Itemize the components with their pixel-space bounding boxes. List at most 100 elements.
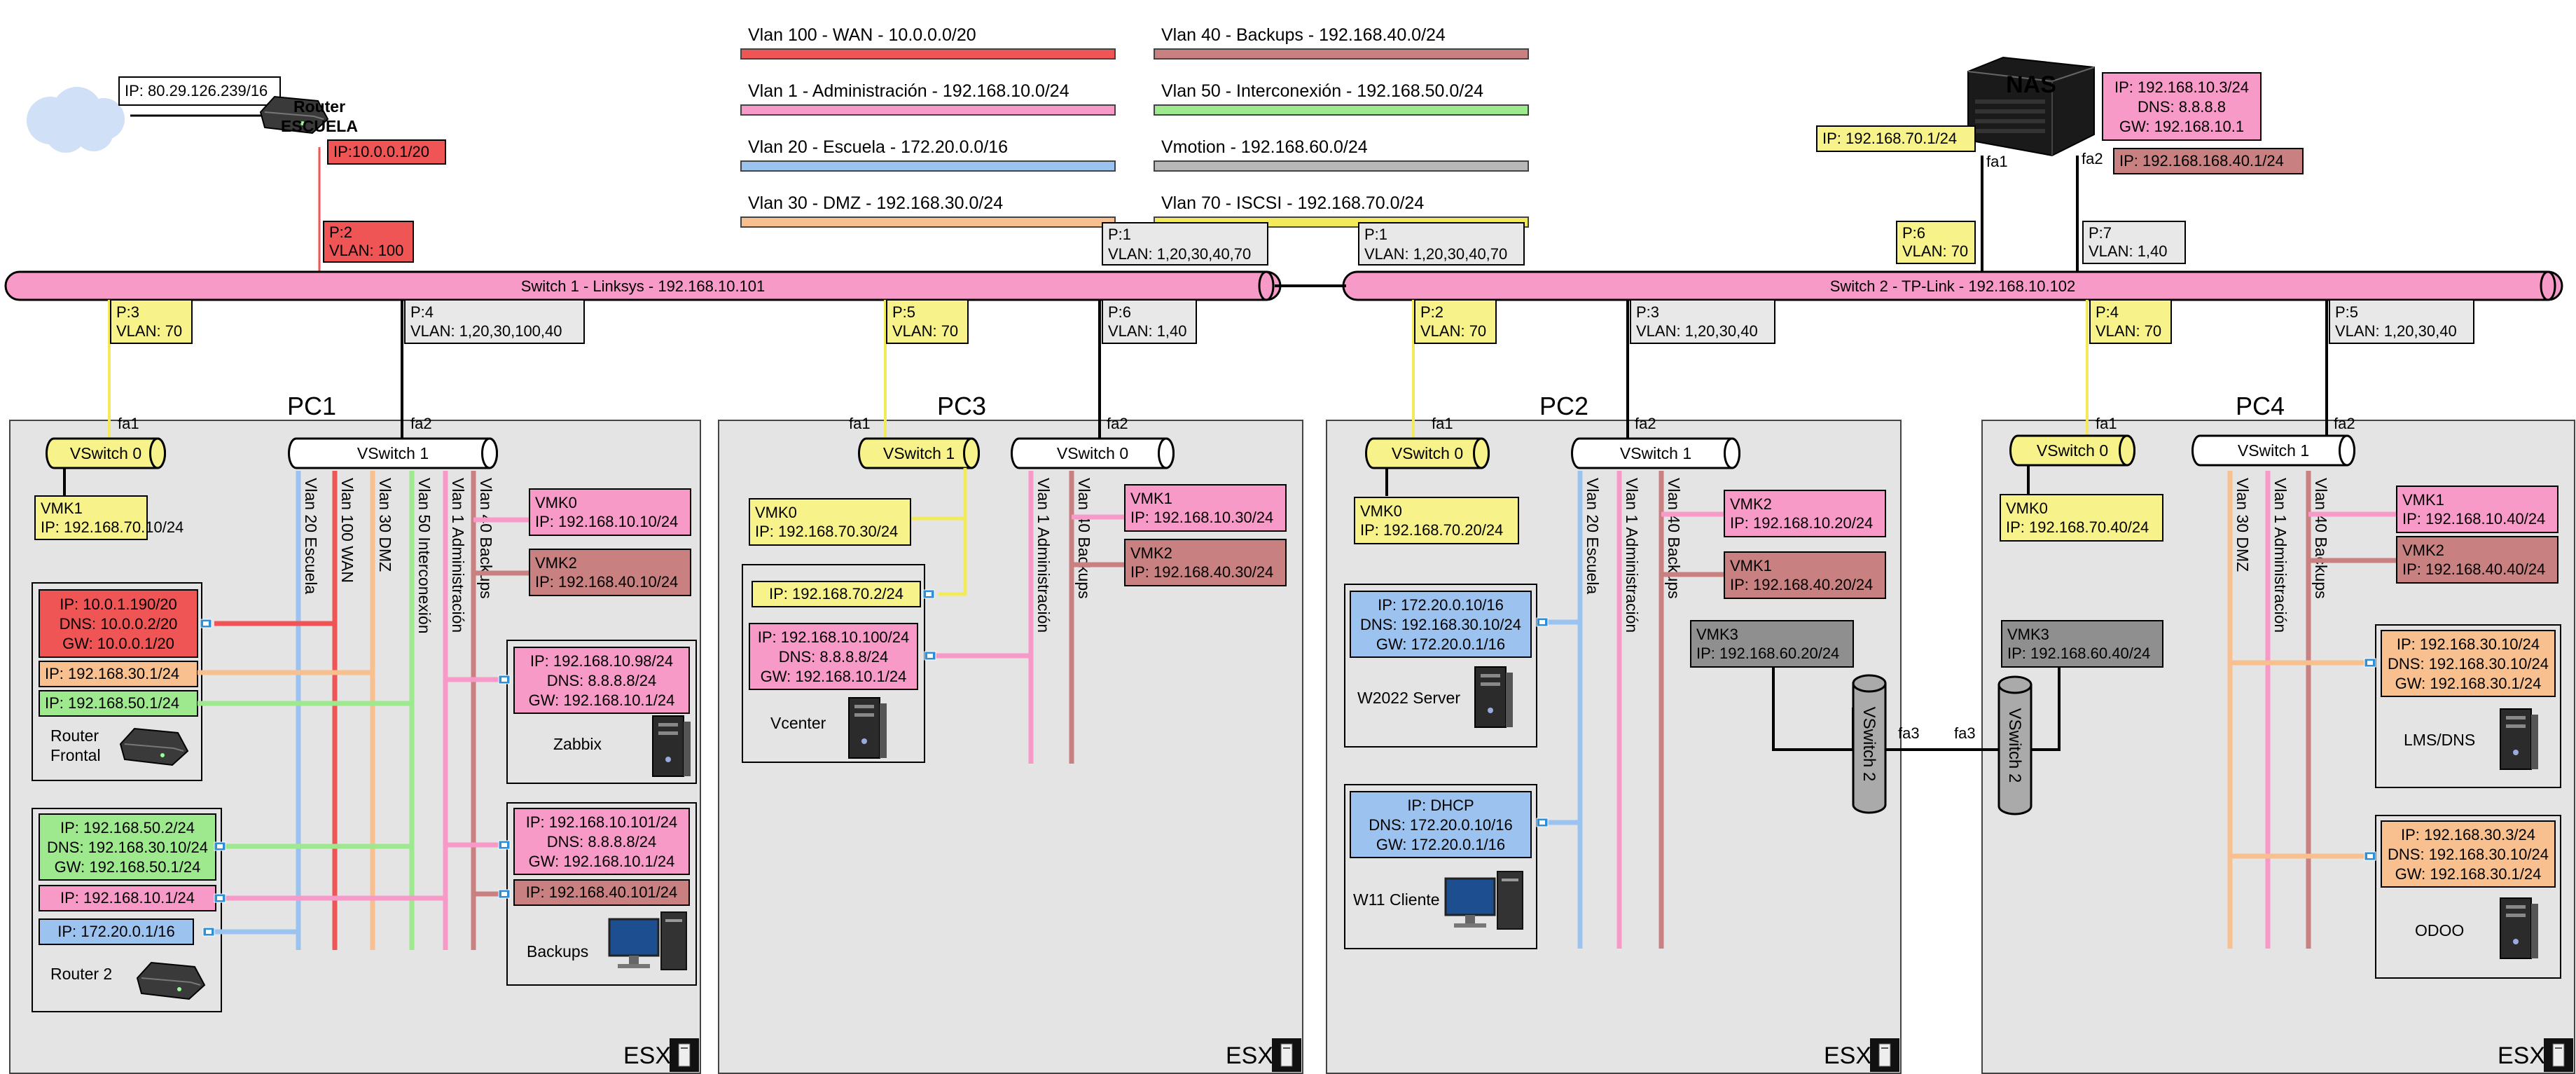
router-led xyxy=(160,753,165,757)
odoo-nic-icon xyxy=(2364,851,2376,861)
server-side xyxy=(1506,673,1513,727)
escuela-router-label: ESCUELA xyxy=(281,117,358,135)
esxi4-vswitch1-cap xyxy=(2339,434,2355,467)
port-connector-slot xyxy=(2367,854,2373,858)
router-frontal-wan-line: GW: 10.0.0.1/20 xyxy=(62,635,174,652)
legend-item: Vlan 70 - ISCSI - 192.168.70.0/24 xyxy=(1154,193,1529,228)
port-connector-slot xyxy=(501,843,507,847)
esxi4-fa1-fa-label: fa1 xyxy=(2096,415,2117,432)
server-slot xyxy=(2506,724,2526,728)
esxi3-vmk0-line: IP: 192.168.70.30/24 xyxy=(755,523,898,540)
esxi2-host-icon xyxy=(1870,1038,1899,1072)
esxi3-vmk1-frame xyxy=(1124,484,1287,532)
esxi3-vswitch0: VSwitch 0 xyxy=(1011,437,1175,469)
esxi2-vmk0-line: IP: 192.168.70.20/24 xyxy=(1360,521,1503,539)
monitor-stand xyxy=(629,956,639,964)
legend-item: Vlan 100 - WAN - 10.0.0.0/20 xyxy=(740,25,1116,60)
esxi1-vlan100-label: Vlan 100 WAN xyxy=(338,478,356,583)
esxi3-vswitch1: VSwitch 1 xyxy=(858,437,980,469)
esxi3-fa2-fa-label: fa2 xyxy=(1107,415,1128,432)
router2-nic-icon xyxy=(202,927,215,937)
nas-admin-box-line: DNS: 8.8.8.8 xyxy=(2138,98,2226,116)
backups-admin-frame xyxy=(513,808,690,875)
esxi1-vswitch1-cap xyxy=(481,437,498,469)
nas-fa2-label: fa2 xyxy=(2082,150,2103,167)
esxi2-fa1-fa-label: fa1 xyxy=(1432,415,1453,432)
esxi2-vlan20-label: Vlan 20 Escuela xyxy=(1584,478,1602,594)
esxi4-fa3-label: fa3 xyxy=(1954,724,1976,742)
port-connector-slot xyxy=(203,621,209,626)
port-connector-slot xyxy=(1539,820,1545,825)
router-frontal-dmz: IP: 192.168.30.1/24 xyxy=(39,661,198,687)
esxi4-fa1-port-label-frame xyxy=(2089,299,2172,344)
lms-dns-net-line: GW: 192.168.30.1/24 xyxy=(2395,675,2542,692)
w11-client-name: W11 Cliente xyxy=(1353,890,1440,909)
esxi1-fa2-fa-label: fa2 xyxy=(410,415,432,432)
legend-label: Vlan 100 - WAN - 10.0.0.0/20 xyxy=(748,25,976,45)
legend-swatch xyxy=(740,160,1116,172)
w2022-server-nic-icon xyxy=(1536,617,1549,627)
backups-nic-icon xyxy=(498,840,511,850)
router2-name: Router 2 xyxy=(50,965,112,983)
lms-dns-net-line: IP: 192.168.30.10/24 xyxy=(2397,635,2540,653)
esxi2-vswitch1: VSwitch 1 xyxy=(1571,437,1740,469)
monitor-screen xyxy=(608,918,660,957)
esxi4-vswitch2-body xyxy=(1997,684,2033,815)
esxi4-fa2-port-label-line: P:5 xyxy=(2335,303,2358,321)
esxi2-fa2-port-label-frame xyxy=(1630,299,1775,344)
server-slot xyxy=(658,723,678,727)
backups-nic-icon xyxy=(498,889,511,899)
esxi4-vswitch0-cap xyxy=(2119,434,2135,467)
switch2-cap xyxy=(2540,270,2556,301)
lms-dns-net-frame xyxy=(2381,630,2556,697)
router-frontal-dmz-line: IP: 192.168.30.1/24 xyxy=(45,665,179,682)
legend-item: Vlan 50 - Interconexión - 192.168.50.0/2… xyxy=(1154,81,1529,116)
legend-label: Vlan 1 - Administración - 192.168.10.0/2… xyxy=(748,81,1069,101)
esxi2-vlan1-label: Vlan 1 Administración xyxy=(1623,478,1641,633)
router-frontal-name: Router xyxy=(50,727,99,745)
esxi1-vmk2-line: VMK2 xyxy=(535,554,577,572)
internet-cloud-icon xyxy=(27,87,125,153)
esxi2-fa1-port-label-line: P:2 xyxy=(1420,303,1443,321)
esxi-icon-tower xyxy=(1878,1043,1891,1067)
router2-inter-line: IP: 192.168.50.2/24 xyxy=(60,819,195,837)
esxi3-fa1-port-label-line: VLAN: 70 xyxy=(892,322,958,340)
switch1-port2-label-line: VLAN: 100 xyxy=(329,242,403,259)
backups-workstation-icon xyxy=(608,911,687,970)
router-frontal-inter: IP: 192.168.50.1/24 xyxy=(39,690,198,717)
esxi4-vmk3-line: IP: 192.168.60.40/24 xyxy=(2007,645,2150,662)
router-frontal-icon xyxy=(119,727,189,766)
router-frontal-inter-line: IP: 192.168.50.1/24 xyxy=(45,694,179,712)
esxi1-fa1-fa-label: fa1 xyxy=(118,415,139,432)
esxi3-vmk2-frame xyxy=(1124,539,1287,586)
switch2: Switch 2 - TP-Link - 192.168.10.102 xyxy=(1342,270,2563,301)
esxi1-vmk1-line: VMK1 xyxy=(41,500,83,517)
zabbix-admin-line: IP: 192.168.10.98/24 xyxy=(530,652,673,670)
switch1-uplink-port-label-line: P:1 xyxy=(1108,226,1131,243)
vcenter-admin-line: DNS: 8.8.8.8/24 xyxy=(779,648,889,666)
server-side xyxy=(2531,904,2538,958)
esxi4-vlan40-label: Vlan 40 Backups xyxy=(2312,478,2330,599)
esxi1-vswitch0: VSwitch 0 xyxy=(46,437,166,469)
esxi1-fa2-port-label-frame xyxy=(404,299,585,344)
switch2-uplink-port-label-line: P:1 xyxy=(1364,226,1387,243)
switch1: Switch 1 - Linksys - 192.168.10.101 xyxy=(4,270,1282,301)
esxi1-fa1-port-label-frame xyxy=(110,299,193,344)
esxi1-vmk0-line: VMK0 xyxy=(535,494,577,511)
monitor-screen xyxy=(1444,877,1496,916)
vcenter-nic-icon xyxy=(922,589,935,599)
esxi4-vlan30-label: Vlan 30 DMZ xyxy=(2234,478,2252,572)
esxi3-vswitch0-label: VSwitch 0 xyxy=(1057,444,1128,462)
esxi2-fa2-port-label-line: VLAN: 1,20,30,40 xyxy=(1636,322,1758,340)
esxi-icon-tower xyxy=(1280,1043,1293,1067)
legend-swatch xyxy=(740,104,1116,116)
w2022-server-net-frame xyxy=(1350,591,1532,658)
w11-client-net-frame xyxy=(1350,791,1532,858)
